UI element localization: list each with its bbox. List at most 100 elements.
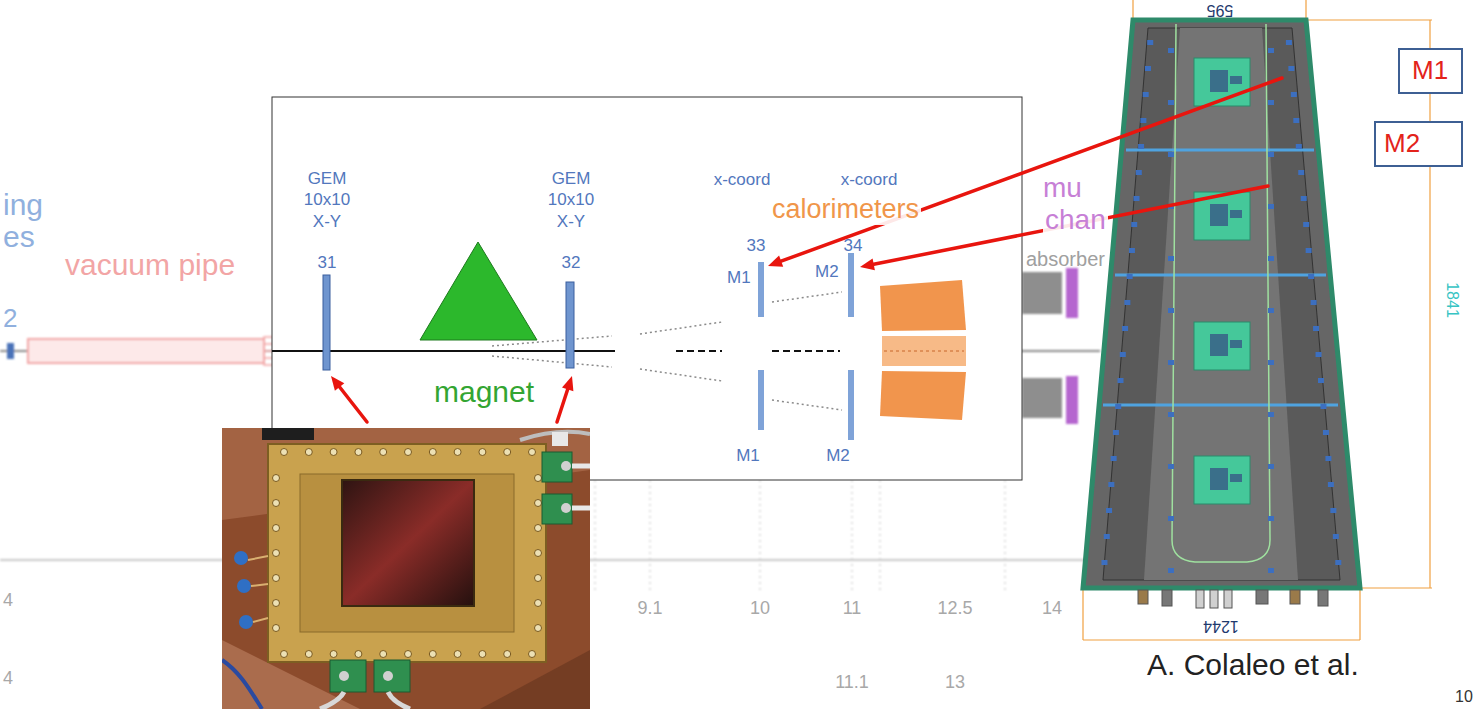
gem-photo: [535, 550, 542, 557]
track-cone: [640, 322, 722, 334]
track-cone: [492, 292, 842, 410]
station-number: 34: [844, 236, 863, 256]
chamber-component: [1313, 326, 1319, 331]
gem-photo: [355, 449, 362, 456]
axis-tick: 12.5: [937, 598, 972, 619]
sector-line: [1103, 404, 1338, 407]
gem-photo: [273, 500, 280, 507]
pointer-arrow: [340, 387, 367, 422]
gem-photo: [454, 651, 461, 658]
chamber-component: [1268, 48, 1274, 53]
chamber-component: [1268, 152, 1274, 157]
chamber-component: [1268, 100, 1274, 105]
readout-chip: [1230, 340, 1242, 348]
chamber-component: [1127, 274, 1133, 279]
background-label: ing: [3, 188, 43, 223]
chamber-component: [1330, 508, 1336, 513]
background-label: absorber: [1026, 248, 1105, 271]
gem-detector: [566, 282, 574, 368]
gem-photo: [330, 660, 366, 692]
gem-photo: [273, 600, 280, 607]
dimension-line: [1305, 0, 1306, 20]
gem-photo: [237, 579, 251, 593]
label-box: M1: [1398, 48, 1463, 94]
gem-photo: [222, 660, 262, 709]
gem-photo: [529, 651, 536, 658]
chamber-component: [1168, 152, 1174, 157]
gem-photo: [305, 449, 312, 456]
arrowhead: [331, 256, 875, 392]
chamber-component: [1168, 256, 1174, 261]
chamber-component: [1136, 170, 1142, 175]
chamber-component: [1306, 248, 1312, 253]
chamber-drawing: [1083, 0, 1432, 640]
chamber-component: [1323, 430, 1329, 435]
chamber-component: [1268, 412, 1274, 417]
station-label: M2: [826, 446, 850, 466]
arrowhead: [768, 256, 783, 267]
chamber-component: [1335, 560, 1341, 565]
gem-photo: [405, 449, 412, 456]
gem-photo: [552, 432, 568, 446]
gem-photo: [281, 651, 288, 658]
chamber-component: [1101, 40, 1341, 573]
beam-line: [676, 350, 840, 352]
gem-photo: [561, 461, 571, 471]
chamber-component: [1168, 412, 1174, 417]
track-cone: [772, 292, 842, 302]
gem-photo: [542, 452, 572, 482]
gem-photo: [273, 449, 542, 658]
gem-photo: [300, 474, 514, 632]
dimension-line: [1083, 639, 1360, 640]
gem-photo: [388, 692, 410, 709]
gem-photo: [222, 428, 590, 709]
beam-line: [772, 350, 840, 352]
readout-chip: [1230, 210, 1242, 218]
axis-tick: 9.1: [637, 598, 662, 619]
gem-photo: [535, 600, 542, 607]
chamber-component: [1296, 144, 1302, 149]
chamber-component: [1124, 300, 1130, 305]
gem-photo: [429, 651, 436, 658]
chamber-component: [1308, 274, 1314, 279]
gem-photo: [342, 480, 474, 606]
axis-tick: 10: [750, 598, 770, 619]
connector: [1256, 590, 1268, 604]
gem-photo: [330, 651, 337, 658]
background-label: calorimeters: [770, 194, 921, 225]
arrowhead: [331, 376, 344, 391]
gem-photo: [262, 428, 314, 440]
magnet-label: magnet: [434, 375, 534, 410]
chamber-component: [1138, 144, 1144, 149]
dimension-line: [1306, 19, 1432, 20]
arrowhead: [562, 376, 573, 391]
station-label: M1: [736, 446, 760, 466]
station-number: 31: [318, 253, 337, 273]
credit-text: A. Colaleo et al.: [1147, 648, 1359, 683]
axis-tick: 14: [1042, 598, 1062, 619]
background-label: vacuum pipe: [65, 248, 235, 283]
chamber-component: [1268, 308, 1274, 313]
chamber-component: [1316, 352, 1322, 357]
absorber-block: [1022, 272, 1062, 314]
connector: [1210, 590, 1218, 608]
chamber-component: [1325, 456, 1331, 461]
gem-photo: [380, 651, 387, 658]
inset-frame: [272, 97, 1022, 480]
muon-station: [848, 370, 854, 440]
background-label: chan: [1043, 204, 1108, 236]
track-cone: [772, 400, 842, 410]
label-box: M2: [1374, 121, 1463, 167]
chamber-component: [1328, 482, 1334, 487]
gem-photo: [248, 556, 268, 622]
chamber-component: [1122, 326, 1128, 331]
gem-photo: [355, 651, 362, 658]
calorimeter-block: [880, 371, 966, 420]
gem-photo: [273, 550, 280, 557]
gem-photo: [535, 475, 542, 482]
gem-photo: [305, 651, 312, 658]
tracking-plane: [7, 343, 14, 359]
gem-photo: [320, 692, 344, 709]
